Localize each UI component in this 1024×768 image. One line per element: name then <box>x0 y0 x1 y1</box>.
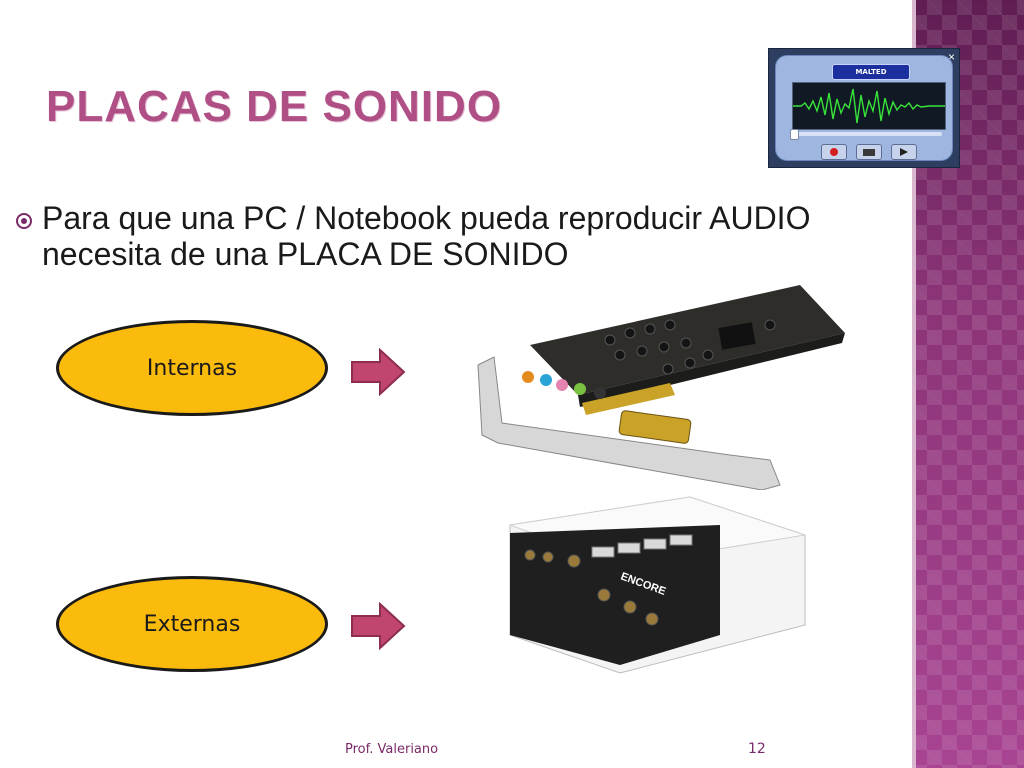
side-band-edge <box>912 0 916 768</box>
play-icon <box>900 148 908 156</box>
slide-number: 12 <box>748 741 766 757</box>
waveform-display <box>792 82 946 130</box>
record-button[interactable] <box>821 144 847 160</box>
internas-ellipse: Internas <box>56 320 328 416</box>
malted-recorder-widget: × MALTED RECORDER <box>768 48 960 168</box>
footer-author: Prof. Valeriano <box>345 742 439 757</box>
close-icon[interactable]: × <box>947 50 955 64</box>
slide-title: PLACAS DE SONIDO <box>46 82 503 131</box>
externas-label: Externas <box>143 611 241 637</box>
internal-sound-card-image <box>477 285 845 490</box>
external-sound-box-image: ENCORE <box>509 496 806 674</box>
right-arrow-icon <box>351 602 406 650</box>
recorder-title: MALTED RECORDER <box>832 64 910 90</box>
record-icon <box>830 148 838 156</box>
internas-label: Internas <box>146 355 238 381</box>
bullet-text: Para que una PC / Notebook pueda reprodu… <box>42 200 811 272</box>
bullet-circle-icon <box>16 213 32 229</box>
recorder-panel: MALTED RECORDER <box>775 55 953 161</box>
position-slider-handle[interactable] <box>790 129 799 140</box>
position-slider-track[interactable] <box>794 132 942 136</box>
play-button[interactable] <box>891 144 917 160</box>
externas-ellipse: Externas <box>56 576 328 672</box>
right-arrow-icon <box>351 348 406 396</box>
stop-button[interactable] <box>856 144 882 160</box>
stop-icon <box>863 148 875 156</box>
